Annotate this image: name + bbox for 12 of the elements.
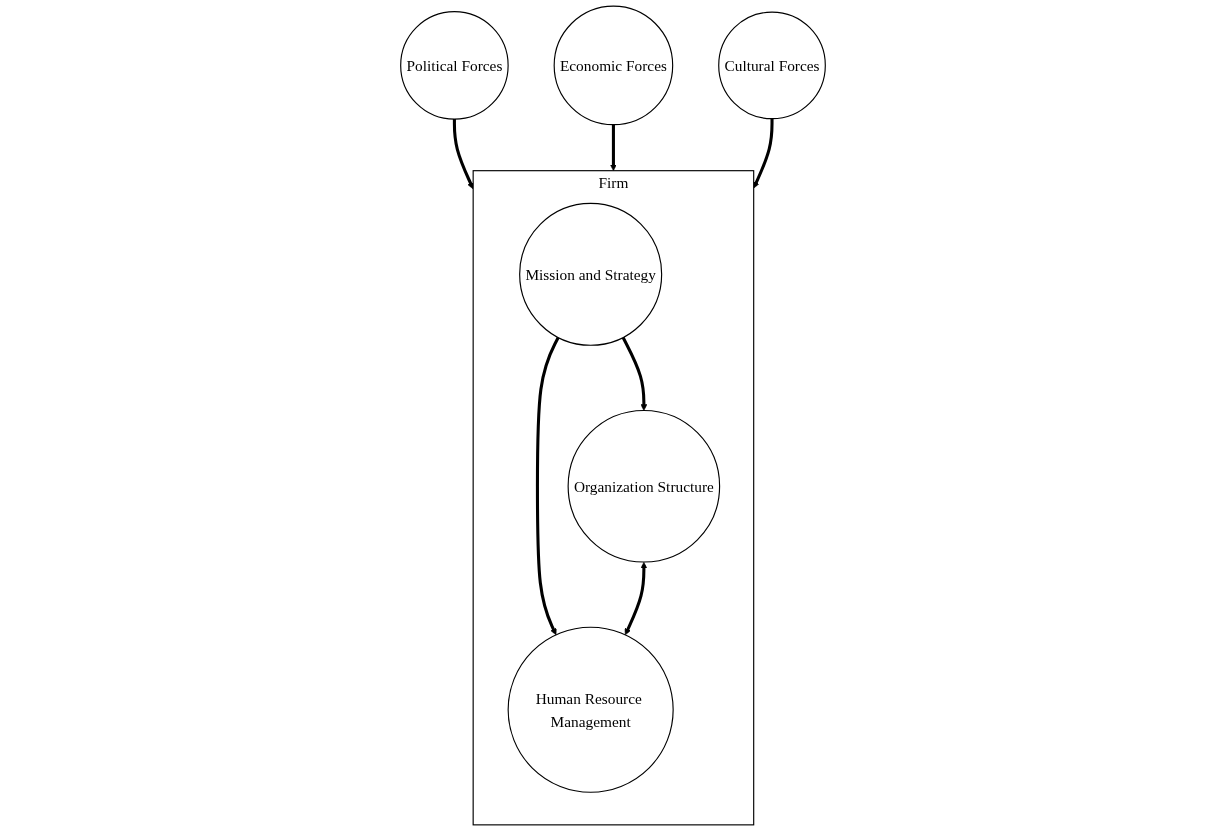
arrow (753, 118, 774, 189)
node-circle: Political Forces (400, 11, 509, 120)
arrow (452, 119, 474, 190)
node-circle: Mission and Strategy (519, 202, 663, 346)
arrow (535, 336, 560, 636)
node-circle: Cultural Forces (718, 11, 826, 120)
arrow (610, 124, 617, 171)
node-circle: Organization Structure (567, 409, 721, 563)
arrow (624, 562, 648, 636)
node-circle: Human Resource Management (507, 626, 674, 793)
arrow (621, 336, 648, 411)
node-circle: Economic Forces (553, 5, 674, 126)
